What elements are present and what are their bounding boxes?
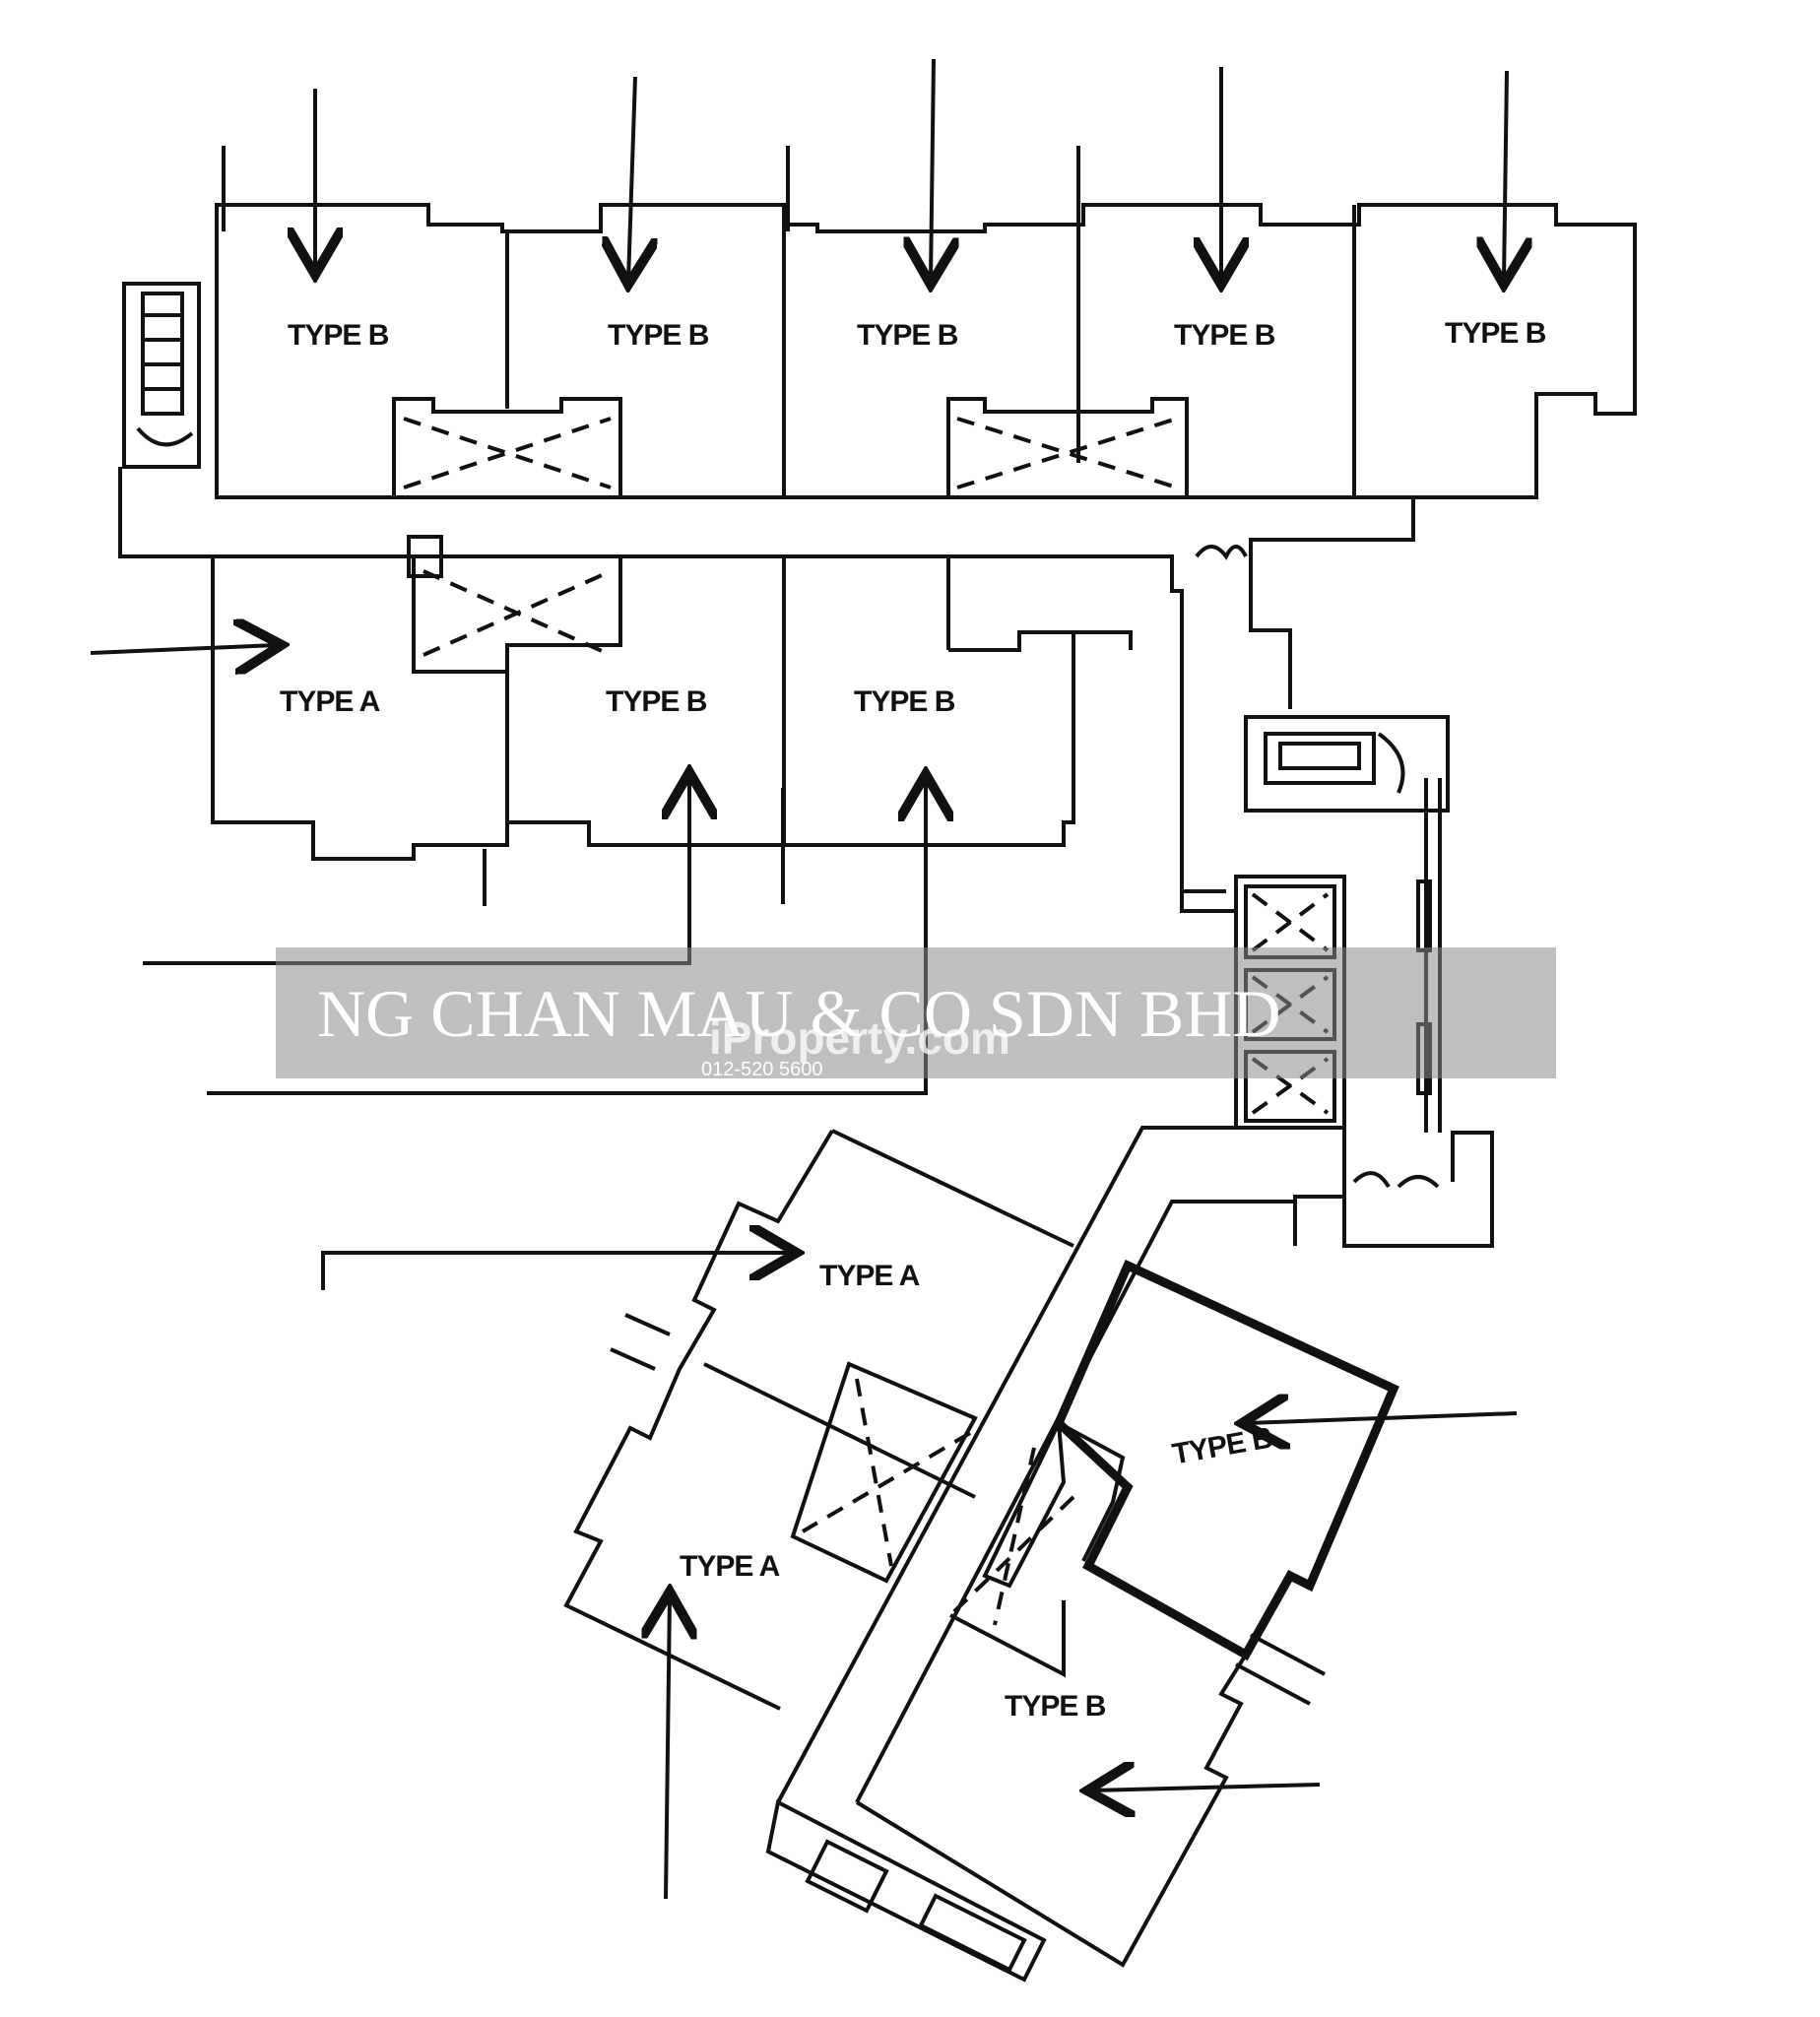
arrow-4 [931,58,934,281]
arrow-15 [1246,1413,1518,1423]
arrow-8 [1504,70,1507,281]
middle-row-units [211,535,1133,861]
watermark-phone: 012-520 5600 [701,1059,822,1080]
arrow-11 [207,778,926,1095]
unit-label-low-1: TYPE A [819,1260,920,1292]
lower-block [563,1129,1399,1983]
unit-label-top-5: TYPE B [1445,317,1546,350]
unit-label-top-4: TYPE B [1174,319,1275,352]
arrow-9 [90,645,278,653]
unit-label-low-3: TYPE B [1170,1421,1275,1470]
unit-label-mid-1: TYPE A [280,685,380,718]
arrow-10 [143,776,689,965]
arrow-16 [1091,1785,1321,1790]
arrow-17 [666,1595,670,1900]
watermark-company: NG CHAN MAU & CO SDN BHD [317,976,1281,1051]
arrow-14 [321,1253,793,1290]
staircase-top-left [122,282,201,469]
unit-label-low-4: TYPE B [1005,1690,1106,1723]
unit-label-top-2: TYPE B [608,319,709,352]
unit-label-top-3: TYPE B [857,319,958,352]
arrow-3 [628,76,635,281]
unit-label-top-1: TYPE B [288,319,389,352]
watermark-logo: iProperty.com [709,1012,1010,1064]
unit-label-low-2: TYPE A [680,1550,780,1583]
unit-label-mid-2: TYPE B [606,685,707,718]
watermark-background [276,947,1556,1078]
top-row-units [215,203,1637,499]
watermark-banner: iProperty.com NG CHAN MAU & CO SDN BHD 0… [276,947,1556,1080]
unit-label-mid-3: TYPE B [854,685,955,718]
